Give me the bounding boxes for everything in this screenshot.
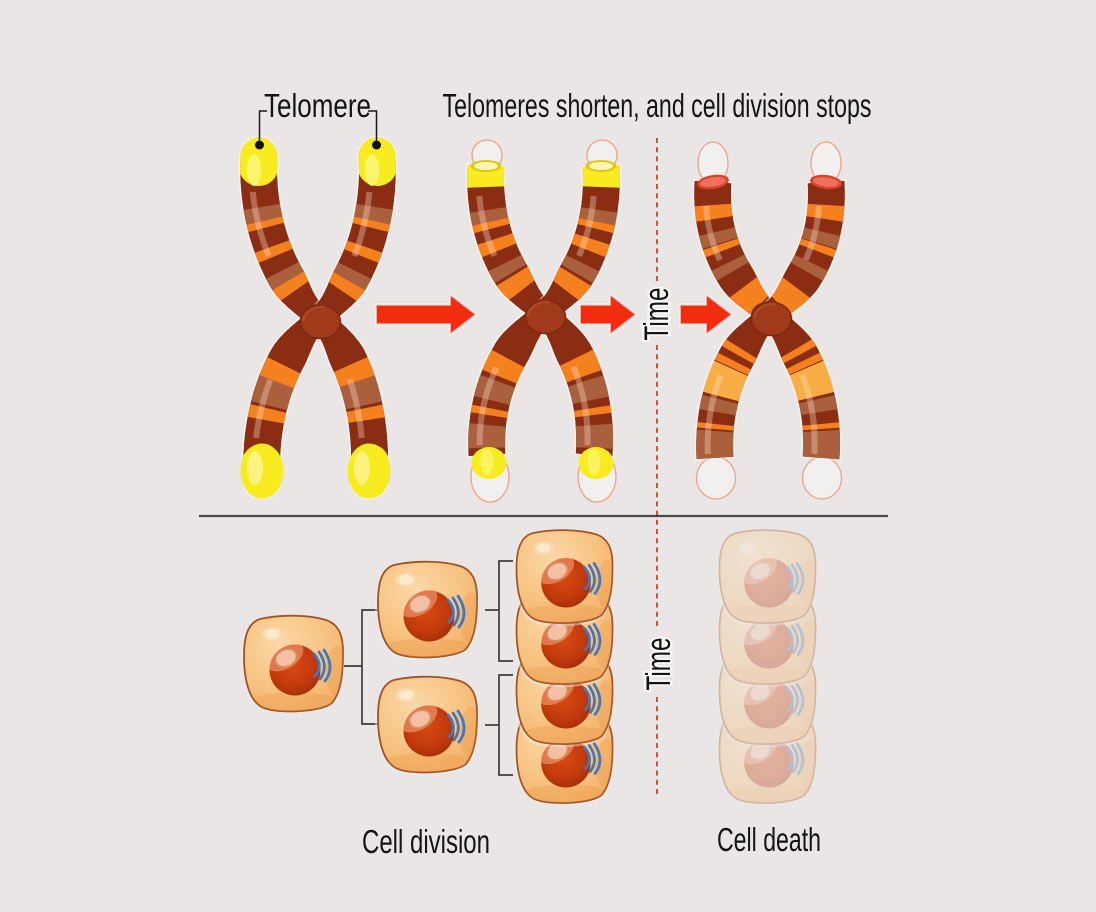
svg-text:Time: Time [638, 288, 676, 341]
svg-text:Cell division: Cell division [362, 823, 490, 860]
svg-text:Cell death: Cell death [717, 821, 821, 858]
svg-text:Telomeres shorten, and cell di: Telomeres shorten, and cell division sto… [443, 87, 872, 124]
svg-text:Telomere: Telomere [264, 87, 371, 124]
svg-text:Time: Time [640, 638, 678, 691]
